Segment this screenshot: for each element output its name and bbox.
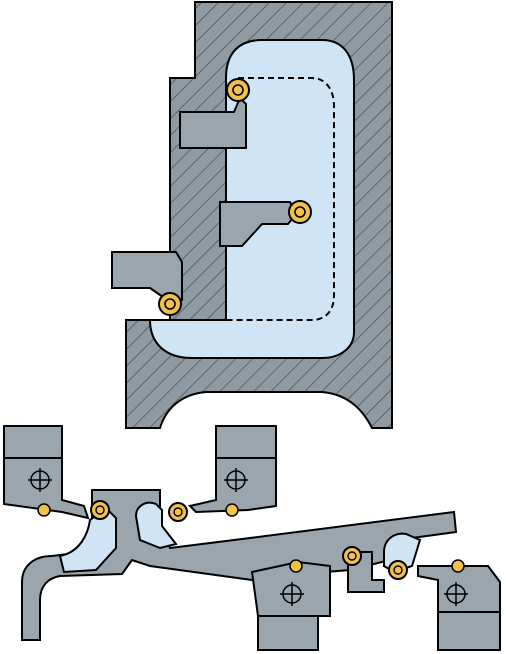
roller-bottom-3-icon — [168, 502, 188, 522]
roller-middle-icon — [288, 200, 312, 224]
tool-top-right-body — [188, 457, 277, 514]
roller-bottom-2-icon — [90, 500, 110, 520]
roller-bottom-4-icon — [225, 503, 239, 517]
center-pocket — [134, 501, 178, 550]
profile-dashed-line — [166, 77, 335, 321]
tool-bottom-middle-base — [257, 615, 319, 651]
top-assembly — [111, 1, 393, 429]
roller-lower-icon — [158, 292, 182, 316]
crosshair-bottom-right-icon — [444, 582, 468, 606]
roller-bottom-8-icon — [451, 559, 465, 573]
tool-bottom-right-base — [437, 611, 501, 651]
tool-top-right — [215, 425, 277, 459]
roller-bottom-7-icon — [388, 560, 408, 580]
roller-bottom-5-icon — [289, 559, 303, 573]
tool-upper — [179, 96, 247, 149]
roller-upper-icon — [226, 78, 250, 102]
crosshair-top-left-icon — [28, 468, 52, 492]
tool-top-left-body — [3, 457, 90, 520]
roller-bottom-6-icon — [342, 546, 362, 566]
crosshair-top-right-icon — [224, 468, 248, 492]
tool-top-left — [3, 425, 63, 459]
left-pocket — [58, 506, 117, 574]
roller-bottom-1-icon — [37, 503, 51, 517]
bottom-assembly — [3, 425, 501, 651]
sheet-profile — [21, 489, 458, 641]
cavity — [148, 39, 355, 359]
crosshair-bottom-middle-icon — [280, 582, 304, 606]
tool-middle — [219, 201, 298, 247]
tool-bottom-right — [417, 565, 501, 613]
